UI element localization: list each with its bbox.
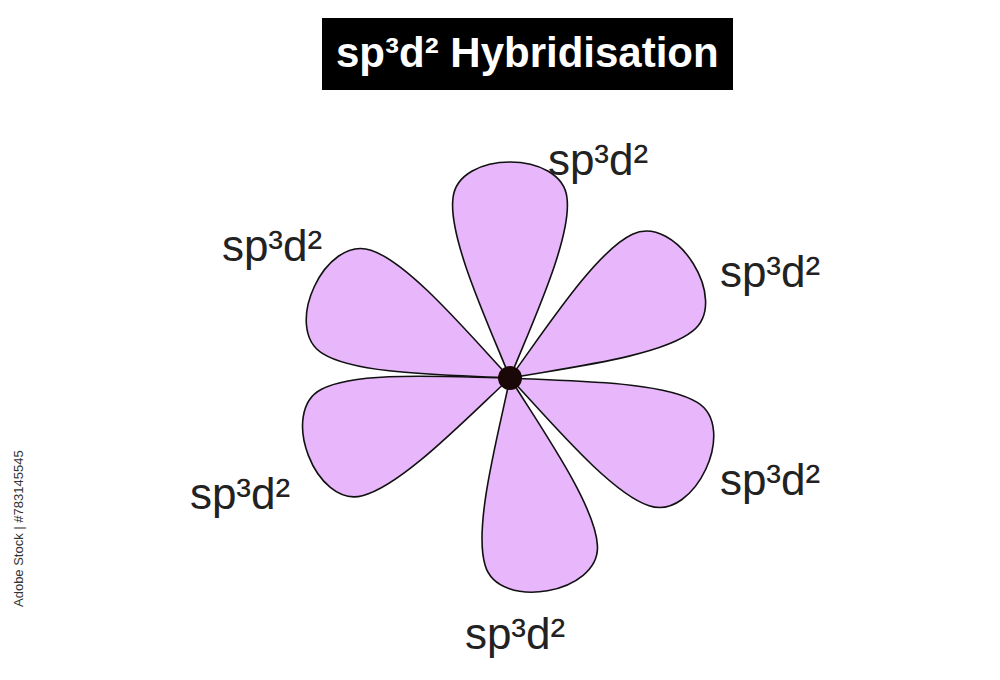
orbital-label: sp³d² (222, 224, 322, 268)
orbital-label: sp³d² (190, 472, 290, 516)
hybrid-lobes (288, 162, 730, 601)
title-banner: sp³d² Hybridisation (322, 18, 733, 90)
title-text: sp³d² Hybridisation (322, 18, 733, 90)
watermark: Adobe Stock | #783145545 (12, 450, 25, 607)
nucleus-dot (498, 366, 522, 390)
lobe (453, 162, 568, 378)
orbital-label: sp³d² (465, 612, 565, 656)
orbital-label: sp³d² (720, 250, 820, 294)
orbital-label: sp³d² (720, 458, 820, 502)
orbital-label: sp³d² (548, 138, 648, 182)
